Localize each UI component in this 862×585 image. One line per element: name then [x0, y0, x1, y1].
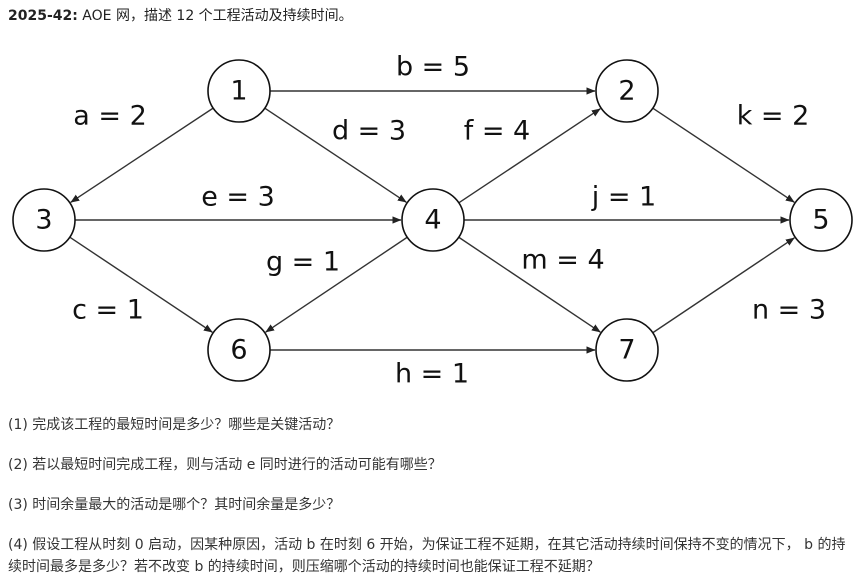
- node-circle-4: [401, 188, 465, 252]
- edge-label-1-2: b = 5: [396, 52, 470, 83]
- node-circle-1: [207, 59, 271, 123]
- node-label-3: 3: [35, 205, 52, 236]
- node-1: 1: [207, 59, 271, 123]
- edge-label-4-5: j = 1: [591, 182, 656, 213]
- problem-description: AOE 网，描述 12 个工程活动及持续时间。: [77, 8, 353, 24]
- edge-4-7: [458, 236, 601, 333]
- edge-4-2: [458, 108, 601, 204]
- edge-4-6: [265, 236, 408, 333]
- node-circle-5: [789, 188, 853, 252]
- edges-layer: [69, 87, 795, 354]
- edge-1-3: [70, 107, 214, 203]
- node-circle-3: [12, 188, 76, 252]
- question-1: (1) 完成该工程的最短时间是多少？哪些是关键活动？: [8, 417, 341, 433]
- edge-label-3-4: e = 3: [201, 182, 275, 213]
- edge-label-1-3: a = 2: [73, 101, 147, 132]
- node-5: 5: [789, 188, 853, 252]
- problem-id: 2025-42:: [8, 8, 78, 24]
- edge-label-3-6: c = 1: [72, 295, 144, 326]
- edge-7-5: [652, 237, 795, 334]
- node-circle-2: [595, 59, 659, 123]
- edge-label-4-2: f = 4: [464, 116, 530, 147]
- edge-label-6-7: h = 1: [395, 359, 469, 390]
- node-2: 2: [595, 59, 659, 123]
- edge-label-4-7: m = 4: [521, 245, 604, 276]
- problem-header: 2025-42: AOE 网，描述 12 个工程活动及持续时间。: [8, 6, 353, 26]
- node-3: 3: [12, 188, 76, 252]
- edge-label-2-5: k = 2: [737, 101, 810, 132]
- edge-1-4: [264, 107, 407, 203]
- edge-labels-layer: a = 2 b = 5 c = 1 d = 3 e = 3 f = 4 g = 1 h = 1…: [72, 52, 826, 390]
- node-circle-7: [595, 318, 659, 382]
- node-label-1: 1: [230, 76, 247, 107]
- node-label-2: 2: [618, 76, 635, 107]
- edge-label-7-5: n = 3: [752, 295, 826, 326]
- node-label-7: 7: [618, 335, 635, 366]
- aoe-network-diagram: a = 2 b = 5 c = 1 d = 3 e = 3 f = 4 g = 1 h = 1…: [12, 52, 853, 390]
- node-circle-6: [207, 318, 271, 382]
- node-label-6: 6: [230, 335, 247, 366]
- nodes-layer: 1 2 3 4 5 6 7: [12, 59, 853, 382]
- node-7: 7: [595, 318, 659, 382]
- node-6: 6: [207, 318, 271, 382]
- question-3: (3) 时间余量最大的活动是哪个？其时间余量是多少？: [8, 497, 341, 513]
- node-label-5: 5: [812, 205, 829, 236]
- question-4: (4) 假设工程从时刻 0 启动，因某种原因，活动 b 在时刻 6 开始，为保证…: [8, 537, 846, 575]
- question-2: (2) 若以最短时间完成工程，则与活动 e 同时进行的活动可能有哪些？: [8, 457, 442, 473]
- edge-label-4-6: g = 1: [266, 247, 340, 278]
- edge-3-6: [69, 236, 213, 333]
- edge-label-1-4: d = 3: [332, 116, 406, 147]
- edge-2-5: [652, 107, 795, 203]
- node-label-4: 4: [424, 205, 441, 236]
- node-4: 4: [401, 188, 465, 252]
